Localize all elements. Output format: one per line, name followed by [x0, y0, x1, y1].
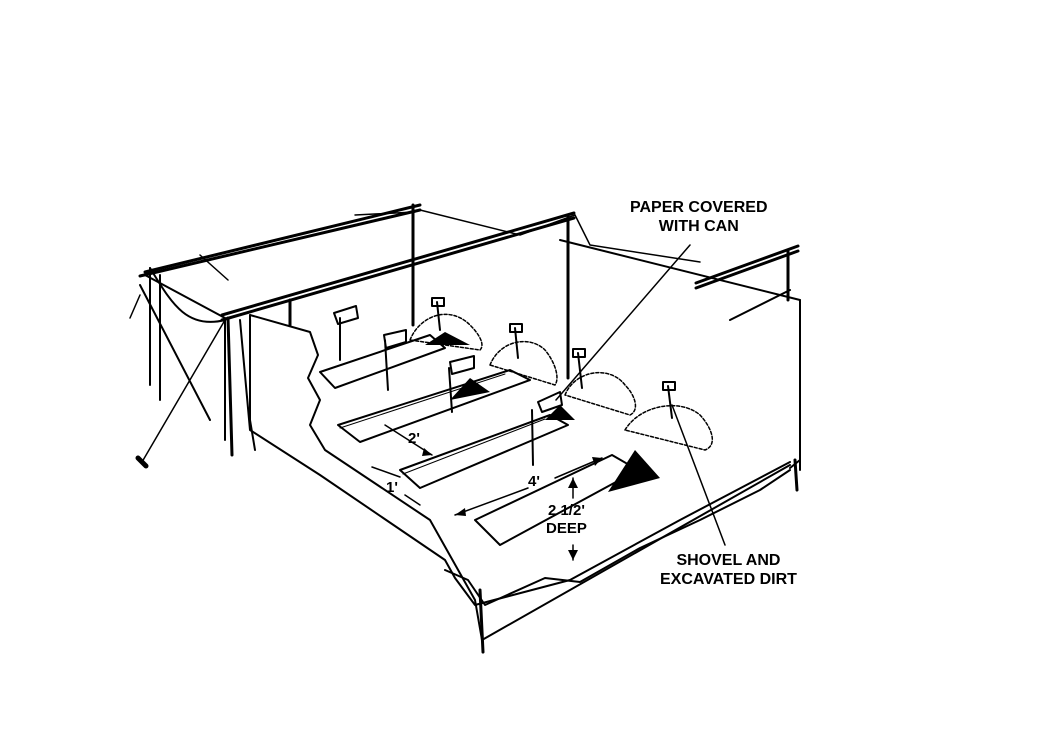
can-stakes: [333, 305, 563, 466]
label-paper-covered: PAPER COVERED WITH CAN: [630, 198, 768, 236]
ground-outline: [249, 314, 791, 641]
dimension-width: 1': [386, 479, 398, 497]
dimension-lines: [371, 424, 603, 561]
dimension-spacing-text: 2': [408, 430, 420, 447]
trench: [399, 414, 569, 489]
dimension-depth: 2 1/2' DEEP: [546, 502, 587, 538]
trench: [319, 334, 446, 389]
shovels: [431, 297, 676, 419]
dirt-shadows: [425, 332, 660, 492]
dimension-length-text: 4': [528, 473, 540, 490]
poles: [138, 203, 800, 654]
dimension-length: 4': [528, 473, 540, 491]
trench: [337, 369, 531, 443]
screen-front: [239, 319, 791, 606]
dimension-width-text: 1': [386, 479, 398, 496]
dimension-depth-line2: DEEP: [546, 520, 587, 537]
leader-paper: [555, 244, 691, 401]
leader-shovel: [671, 404, 726, 546]
label-paper-line1: PAPER COVERED: [630, 199, 768, 216]
stake: [135, 455, 149, 469]
screen-left: [139, 267, 226, 441]
screen-right: [559, 239, 801, 471]
dimension-arrows: [422, 448, 602, 560]
dimension-spacing: 2': [408, 430, 420, 448]
label-shovel-line2: EXCAVATED DIRT: [660, 571, 797, 589]
label-shovel-line1: SHOVEL AND: [676, 552, 781, 569]
label-shovel-dirt: SHOVEL AND EXCAVATED DIRT: [660, 551, 797, 589]
label-paper-line2: WITH CAN: [658, 218, 739, 236]
dimension-depth-line1: 2 1/2': [547, 502, 585, 519]
dirt-pile: [409, 313, 714, 451]
guy-lines: [129, 209, 701, 463]
